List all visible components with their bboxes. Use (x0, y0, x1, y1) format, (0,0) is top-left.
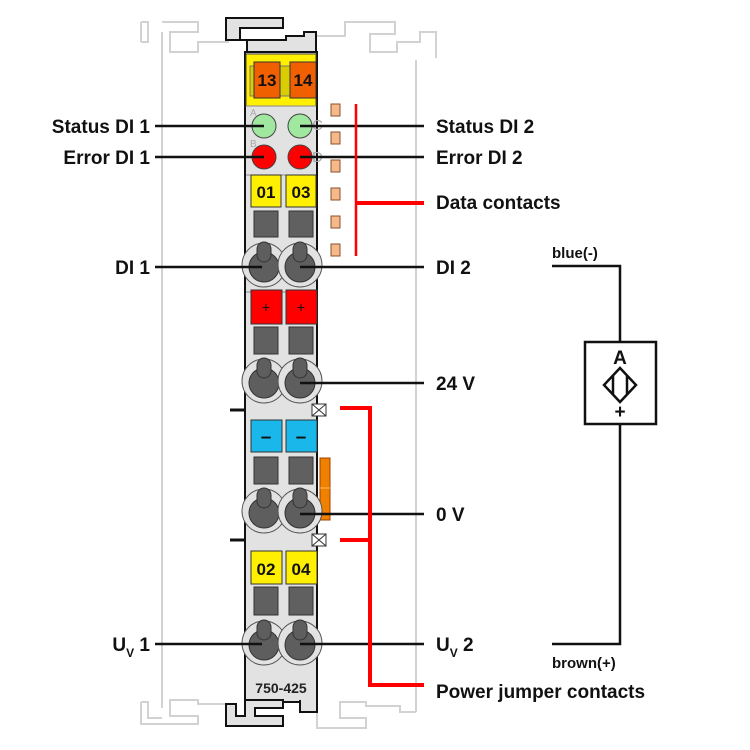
marker-04-label: 04 (292, 560, 311, 579)
marker-03 (285, 174, 317, 208)
label-error-di2: Error DI 2 (436, 148, 523, 169)
release-slot[interactable] (253, 456, 279, 485)
release-slot[interactable] (253, 210, 279, 238)
proximity-sensor-symbol: A + (583, 340, 658, 426)
bottom-latch (225, 699, 284, 727)
data-contacts (330, 103, 341, 257)
connector-14-label: 14 (294, 71, 313, 90)
release-slot[interactable] (253, 326, 279, 355)
clamp-di1[interactable] (241, 241, 287, 288)
neighbor-module-outline (140, 21, 437, 729)
clamp-24v-1[interactable] (241, 357, 287, 404)
release-slot[interactable] (288, 456, 314, 485)
marker-01-label: 01 (257, 183, 276, 202)
label-uv2: UV 2 (436, 635, 474, 660)
led-letter-b: B (250, 139, 257, 150)
label-24v: 24 V (436, 374, 475, 395)
marker-minus-2 (285, 419, 318, 453)
clamp-uv2[interactable] (277, 619, 323, 666)
plus-label-2: + (297, 299, 305, 315)
release-slot[interactable] (288, 210, 314, 238)
wire-label-brown: brown(+) (552, 655, 616, 672)
io-module-housing: 13 14 A C B D 01 03 (225, 17, 341, 727)
sensor-letter: A (613, 348, 627, 369)
minus-label-1: – (261, 427, 272, 448)
label-error-di1: Error DI 1 (63, 148, 150, 169)
sensor-plus: + (614, 402, 625, 423)
top-latch (225, 17, 317, 61)
label-status-di2: Status DI 2 (436, 117, 534, 138)
clamp-di2[interactable] (277, 241, 323, 288)
release-slot[interactable] (253, 586, 279, 616)
power-jumper-strip (319, 457, 331, 521)
clamp-0v-2[interactable] (277, 487, 323, 534)
marker-plus-1 (250, 289, 283, 325)
label-uv1: UV 1 (112, 635, 150, 660)
power-jumper-bracket (340, 406, 424, 687)
sensor-diamond-icon (602, 366, 638, 404)
data-contacts-bracket (354, 104, 424, 256)
marker-minus-1 (250, 419, 283, 453)
clamp-24v-2[interactable] (277, 357, 323, 404)
leader-lines (155, 124, 424, 646)
power-jumper-contact-upper (311, 403, 327, 417)
label-status-di1: Status DI 1 (52, 117, 151, 138)
connector-13-label: 13 (258, 71, 277, 90)
marker-04 (285, 550, 318, 585)
label-0v: 0 V (436, 505, 465, 526)
label-di2: DI 2 (436, 258, 471, 279)
power-jumper-contact-lower (311, 533, 327, 547)
minus-label-2: – (296, 427, 307, 448)
part-number: 750-425 (255, 680, 307, 696)
marker-01 (250, 174, 282, 208)
clamp-0v-1[interactable] (241, 487, 287, 534)
label-power-jumper-contacts: Power jumper contacts (436, 682, 645, 703)
release-slot[interactable] (288, 326, 314, 355)
label-di1: DI 1 (115, 258, 150, 279)
marker-02 (250, 550, 283, 585)
wire-label-blue: blue(-) (552, 245, 598, 262)
marker-03-label: 03 (292, 183, 311, 202)
label-data-contacts: Data contacts (436, 193, 561, 214)
marker-02-label: 02 (257, 560, 276, 579)
connector-14[interactable] (289, 61, 317, 99)
sensor-wiring (552, 264, 622, 646)
plus-label-1: + (262, 299, 270, 315)
marker-plus-2 (285, 289, 318, 325)
led-letter-a: A (250, 108, 257, 119)
connector-13[interactable] (253, 61, 281, 99)
release-slot[interactable] (288, 586, 314, 616)
